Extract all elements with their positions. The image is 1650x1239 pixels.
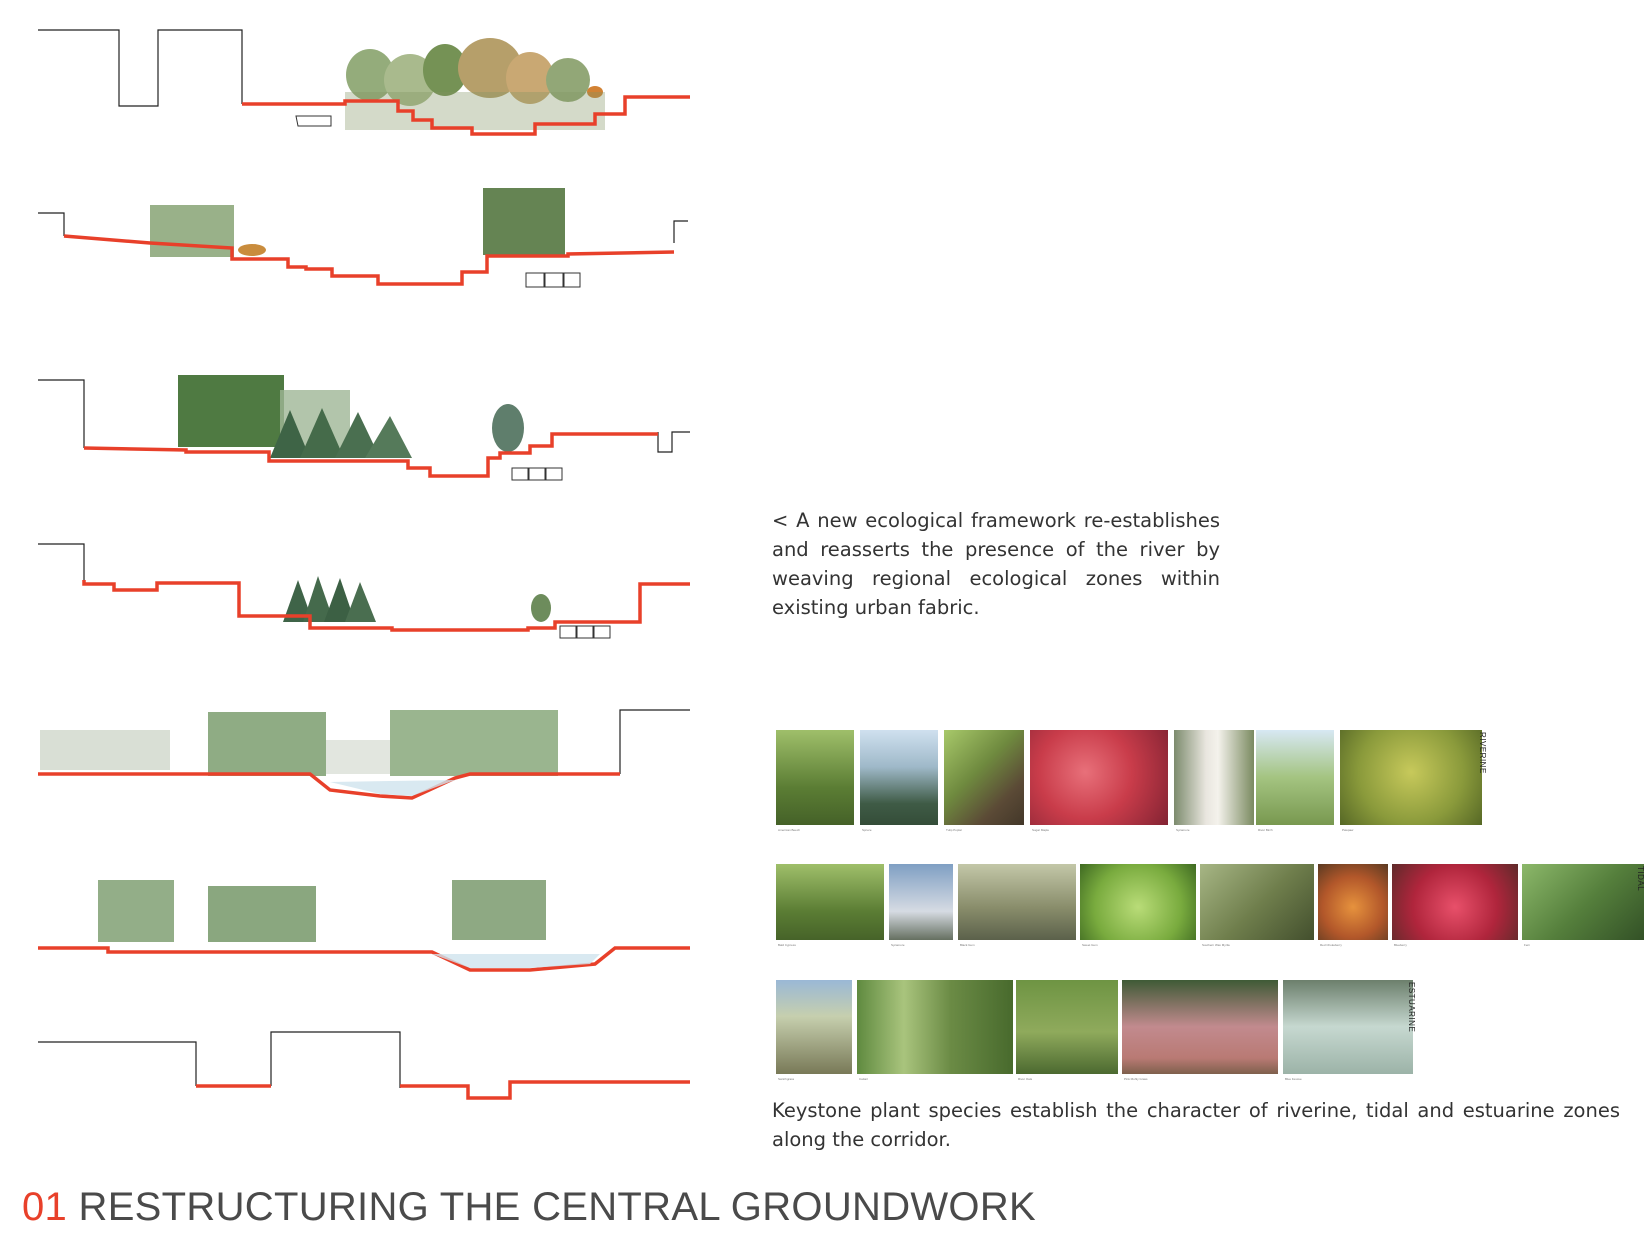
plant-photo: Spruce (860, 730, 938, 835)
ground-line (400, 1080, 690, 1100)
site-section-5 (38, 709, 690, 800)
building-outline (38, 29, 243, 107)
ground-line (63, 234, 675, 286)
plant-photo: River Birch (1256, 730, 1334, 835)
culvert-boxes (511, 467, 563, 481)
plant-caption: Sycamore (889, 940, 953, 950)
ground-line (82, 580, 690, 632)
water-body (432, 954, 600, 968)
plant-caption: Pink Muhly Grass (1122, 1074, 1278, 1084)
plant-caption: Bald Cypress (776, 940, 884, 950)
zone-label-estuarine: ESTUARINE (1407, 982, 1416, 1033)
tree-mass (345, 38, 605, 130)
plant-caption: River Oats (1016, 1074, 1118, 1084)
plant-photo: River Oats (1016, 980, 1118, 1084)
building-outline (673, 220, 688, 243)
plant-caption: Red Chokeberry (1318, 940, 1388, 950)
site-section-4 (38, 543, 690, 639)
tree-mass (283, 576, 551, 622)
plant-photo: Sweet Gum (1080, 864, 1196, 950)
site-section-2 (38, 188, 688, 288)
tree-mass (178, 375, 524, 458)
plant-caption: American Beech (776, 825, 854, 835)
site-section-3 (38, 375, 690, 481)
plant-caption: River Birch (1256, 825, 1334, 835)
plant-photo: Pink Muhly Grass (1122, 980, 1278, 1084)
building-outline (619, 709, 690, 774)
plant-photo: Blueberry (1392, 864, 1518, 950)
plant-photo: Sycamore (1174, 730, 1254, 835)
plant-caption: Sweet Gum (1080, 940, 1196, 950)
tree-mass (40, 710, 558, 776)
site-section-1 (38, 29, 690, 136)
plant-caption: Black Gum (958, 940, 1076, 950)
building-outline (270, 1031, 401, 1088)
plant-photo: Pawpaw (1340, 730, 1482, 835)
building-outline (657, 431, 690, 453)
water-body (330, 780, 455, 796)
ground-line (242, 95, 690, 136)
plant-caption: Fern (1522, 940, 1644, 950)
plant-photo: Blue Fescue (1283, 980, 1413, 1084)
plant-photo: Bald Cypress (776, 864, 884, 950)
plant-caption: Blueberry (1392, 940, 1518, 950)
plant-photo: Sugar Maple (1030, 730, 1168, 835)
culvert-boxes (525, 272, 581, 288)
title-text: RESTRUCTURING THE CENTRAL GROUNDWORK (78, 1185, 1037, 1229)
building-outline (38, 1041, 197, 1086)
plant-photo: Southern Wax Myrtle (1200, 864, 1314, 950)
ground-line (83, 432, 658, 478)
building-outline (38, 543, 85, 580)
plant-caption: Tulip Poplar (944, 825, 1024, 835)
plant-caption: Spruce (860, 825, 938, 835)
plant-photo: Tulip Poplar (944, 730, 1024, 835)
plant-photo: Sycamore (889, 864, 953, 950)
plant-photo: Cattail (857, 980, 1013, 1084)
plant-photo: Red Chokeberry (1318, 864, 1388, 950)
intro-paragraph: < A new ecological framework re-establis… (772, 509, 1220, 619)
site-section-6 (38, 880, 690, 972)
plant-caption: Pawpaw (1340, 825, 1482, 835)
plant-photo: Black Gum (958, 864, 1076, 950)
plant-caption: Blue Fescue (1283, 1074, 1413, 1084)
tree-mass (98, 880, 546, 942)
ground-line (38, 946, 690, 972)
title-number: 01 (22, 1185, 68, 1229)
plant-caption: Sycamore (1174, 825, 1254, 835)
plant-photo: Fern (1522, 864, 1644, 950)
page-title: 01 RESTRUCTURING THE CENTRAL GROUNDWORK (22, 1185, 1036, 1230)
zone-label-tidal: TIDAL (1636, 866, 1645, 892)
building-outline (38, 212, 65, 236)
conduit-box (295, 115, 332, 127)
building-outline (38, 379, 85, 448)
site-section-7 (38, 1031, 690, 1100)
zone-label-riverine: RIVERINE (1478, 732, 1487, 774)
ground-line (38, 772, 620, 800)
plant-photo: Switchgrass (776, 980, 852, 1084)
tree-mass (150, 188, 565, 257)
culvert-boxes (559, 625, 611, 639)
plant-caption: Sugar Maple (1030, 825, 1168, 835)
plant-caption: Switchgrass (776, 1074, 852, 1084)
palette-caption: Keystone plant species establish the cha… (772, 1099, 1620, 1151)
plant-caption: Cattail (857, 1074, 1013, 1084)
plant-caption: Southern Wax Myrtle (1200, 940, 1314, 950)
section-drawings (0, 0, 720, 1110)
plant-photo: American Beech (776, 730, 854, 835)
